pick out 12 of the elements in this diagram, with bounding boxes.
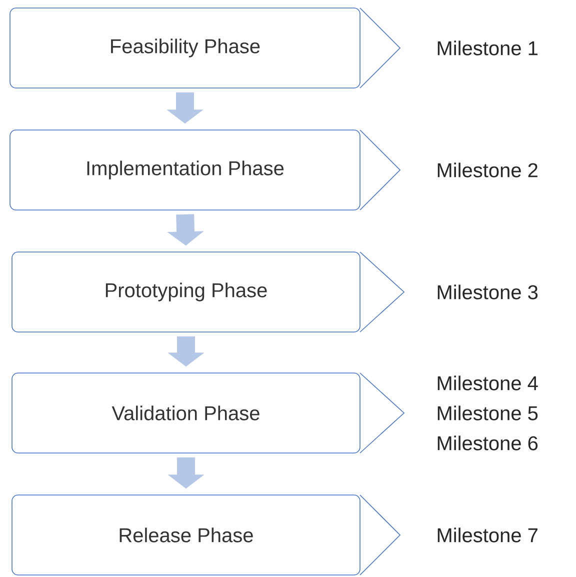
- phase-arrow-box: Feasibility Phase: [10, 8, 401, 88]
- milestone-label: Milestone 2: [438, 162, 538, 178]
- milestone-label: Milestone 5: [438, 406, 538, 420]
- phase-arrow-box: Release Phase: [12, 494, 401, 576]
- milestone-label: Milestone 3: [438, 284, 538, 300]
- phase-arrow-box: Implementation Phase: [10, 130, 401, 210]
- milestone-label: Milestone 7: [438, 528, 538, 542]
- phase-arrow-box: Prototyping Phase: [12, 252, 405, 332]
- phase-arrow-box: Validation Phase: [12, 372, 405, 454]
- milestone-label: Milestone 4: [438, 376, 538, 390]
- milestone-label: Milestone 1: [438, 40, 538, 56]
- milestone-label: Milestone 6: [438, 436, 538, 450]
